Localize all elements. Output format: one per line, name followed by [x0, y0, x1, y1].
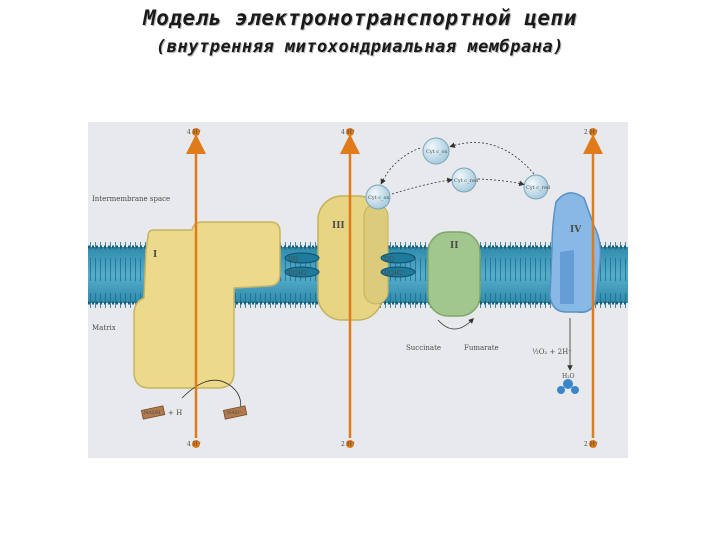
nad-label: NAD⁺ — [227, 410, 242, 416]
page-subtitle: (внутренняя митохондриальная мембрана) — [156, 37, 564, 57]
nadh-label: NADH — [144, 410, 161, 416]
etc-diagram-svg: Intermembrane space Matrix I III II IV U… — [88, 128, 628, 448]
complex-ii-label: II — [450, 241, 458, 251]
matrix-label: Matrix — [92, 324, 116, 332]
proton-arrows: 4 H⁺ 4 H⁺ 2 H⁺ 4 H⁺ 2 H⁺ 2 H⁺ — [186, 128, 603, 448]
uq-left-label: UQ — [288, 256, 298, 263]
page-title: Модель электронотранспортной цепи — [143, 6, 577, 30]
uq-pool-left: UQ UQH2 — [284, 252, 320, 278]
nadh-oxidation: NADH + H NAD⁺ — [140, 379, 248, 420]
etc-diagram: Intermembrane space Matrix I III II IV U… — [88, 122, 628, 458]
complex-iii-label: III — [332, 221, 345, 231]
uqh2-right-label: UQH2 — [384, 270, 403, 277]
cytochrome-c-carriers: Cyt c_ox Cyt c_red Cyt c_ox Cyt c_red — [365, 137, 551, 210]
uqh2-left-label: UQH2 — [288, 270, 307, 277]
complex-ii: II — [427, 231, 481, 317]
cyt-c-red-mid-label: Cyt c_red — [454, 178, 479, 184]
nadh-plus-h-label: + H — [168, 409, 182, 417]
proton-top-1: 4 H⁺ — [187, 129, 201, 136]
proton-bottom-2: 2 H⁺ — [341, 441, 355, 448]
succinate-fumarate: Succinate Fumarate — [406, 318, 499, 352]
complex-iii: III — [317, 195, 389, 321]
oxygen-reduction: ½O₂ + 2H⁺ H₂O — [532, 318, 579, 394]
complex-i: I — [133, 221, 281, 389]
complex-iv: IV — [549, 192, 602, 313]
water-label: H₂O — [562, 373, 575, 380]
uq-pool-right: UQ UQH2 — [380, 252, 416, 278]
uq-right-label: UQ — [384, 256, 394, 263]
oxygen-label: ½O₂ + 2H⁺ — [532, 348, 572, 356]
proton-bottom-3: 2 H⁺ — [584, 441, 598, 448]
cyt-c-ox-left-label: Cyt c_ox — [368, 195, 390, 201]
intermembrane-label: Intermembrane space — [92, 195, 170, 203]
cyt-c-red-right-label: Cyt c_red — [526, 185, 551, 191]
complex-i-label: I — [153, 250, 157, 260]
succinate-label: Succinate — [406, 344, 441, 352]
proton-bottom-1: 4 H⁺ — [187, 441, 201, 448]
fumarate-label: Fumarate — [464, 344, 499, 352]
proton-top-2: 4 H⁺ — [341, 129, 355, 136]
complex-iv-label: IV — [570, 225, 582, 235]
proton-top-3: 2 H⁺ — [584, 129, 598, 136]
cyt-c-ox-top-label: Cyt c_ox — [426, 149, 448, 155]
